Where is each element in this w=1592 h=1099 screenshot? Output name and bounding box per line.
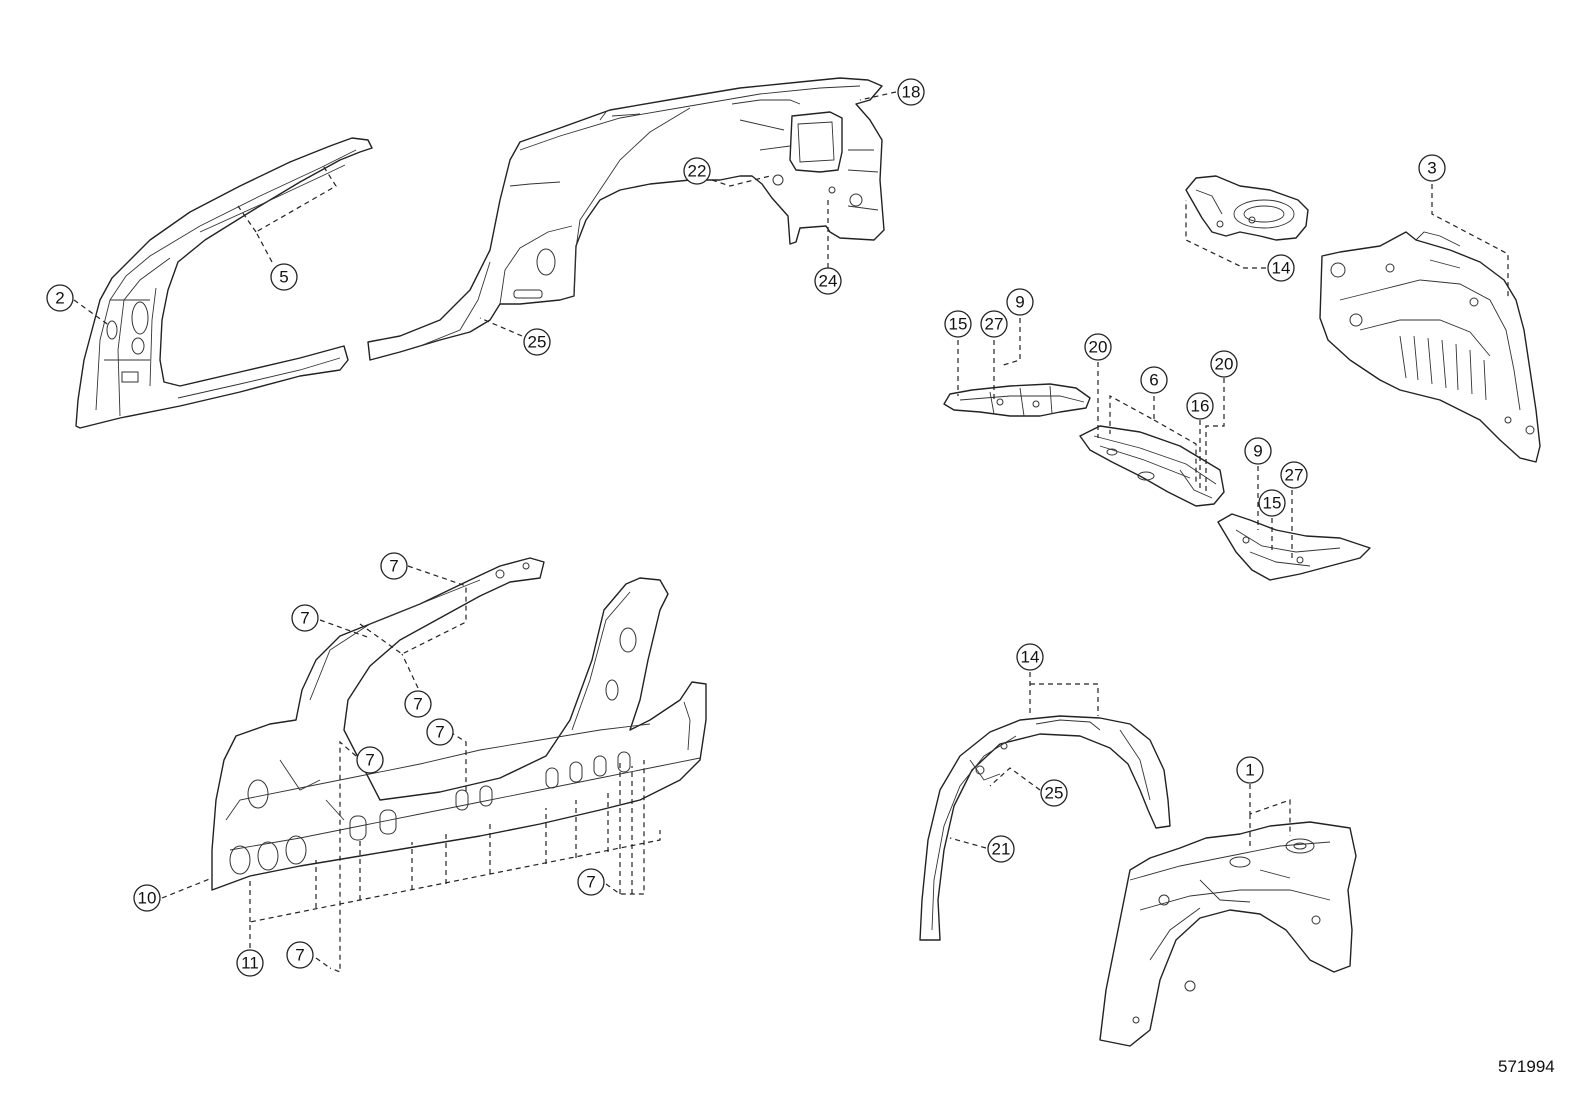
svg-text:6: 6 <box>1149 371 1158 390</box>
svg-text:3: 3 <box>1427 159 1436 178</box>
svg-text:7: 7 <box>435 723 444 742</box>
callout-7-bottom-left: 7 <box>286 941 314 969</box>
quarter-panel-outer-part <box>367 77 885 361</box>
leader-lines <box>73 91 1509 973</box>
svg-text:15: 15 <box>1263 494 1282 513</box>
callout-7-left: 7 <box>356 746 384 774</box>
svg-text:1: 1 <box>1245 761 1254 780</box>
callout-11: 11 <box>236 949 264 977</box>
svg-text:20: 20 <box>1089 338 1108 357</box>
svg-text:2: 2 <box>55 289 64 308</box>
svg-text:7: 7 <box>365 751 374 770</box>
svg-text:20: 20 <box>1215 355 1234 374</box>
callout-22: 22 <box>683 157 711 185</box>
callout-16: 16 <box>1186 392 1214 420</box>
svg-text:14: 14 <box>1021 648 1040 667</box>
svg-text:18: 18 <box>902 83 921 102</box>
callout-5: 5 <box>270 263 298 291</box>
callout-1: 1 <box>1236 756 1264 784</box>
front-pillar-outer-part <box>75 137 373 429</box>
callout-2: 2 <box>46 284 74 312</box>
callout-14-upper: 14 <box>1267 254 1295 282</box>
rocker-panel-inner-part <box>211 557 707 891</box>
svg-text:25: 25 <box>528 333 547 352</box>
callout-7-top: 7 <box>380 552 408 580</box>
svg-text:7: 7 <box>295 946 304 965</box>
wheel-house-bracket-part <box>1185 175 1309 241</box>
callout-10: 10 <box>133 884 161 912</box>
floor-side-bracket-left-part <box>943 383 1091 417</box>
svg-text:15: 15 <box>949 315 968 334</box>
callout-25-lower: 25 <box>1040 779 1068 807</box>
svg-text:22: 22 <box>688 162 707 181</box>
callout-20-left: 20 <box>1084 333 1112 361</box>
callout-21: 21 <box>987 835 1015 863</box>
svg-text:7: 7 <box>413 695 422 714</box>
callout-15-left: 15 <box>944 310 972 338</box>
callout-9-left: 9 <box>1006 288 1034 316</box>
svg-text:10: 10 <box>138 889 157 908</box>
rear-wheel-house-inner-part <box>1319 231 1541 463</box>
callout-7-center: 7 <box>426 718 454 746</box>
wheel-house-outer-part <box>919 715 1171 941</box>
callout-7-bottom-right: 7 <box>577 868 605 896</box>
svg-text:14: 14 <box>1272 259 1291 278</box>
callout-27-right: 27 <box>1280 461 1308 489</box>
floor-cross-member-part <box>1079 425 1225 507</box>
callout-25-upper: 25 <box>523 328 551 356</box>
svg-text:27: 27 <box>985 315 1004 334</box>
svg-text:7: 7 <box>389 557 398 576</box>
svg-text:16: 16 <box>1191 397 1210 416</box>
svg-text:27: 27 <box>1285 466 1304 485</box>
callout-14-lower: 14 <box>1016 643 1044 671</box>
rear-wheelhouse-inner-part <box>1099 821 1357 1047</box>
svg-text:11: 11 <box>241 954 259 973</box>
callout-15-right: 15 <box>1258 489 1286 517</box>
svg-text:24: 24 <box>819 272 838 291</box>
svg-text:5: 5 <box>279 268 288 287</box>
callout-7-upper-left: 7 <box>291 604 319 632</box>
svg-text:7: 7 <box>300 609 309 628</box>
svg-text:9: 9 <box>1253 442 1262 461</box>
callout-3: 3 <box>1418 154 1446 182</box>
callout-6: 6 <box>1140 366 1168 394</box>
callout-24: 24 <box>814 267 842 295</box>
svg-text:7: 7 <box>586 873 595 892</box>
figure-number: 571994 <box>1498 1057 1555 1076</box>
callout-20-right: 20 <box>1210 350 1238 378</box>
callout-9-right: 9 <box>1244 437 1272 465</box>
floor-side-bracket-right-part <box>1217 513 1371 581</box>
callout-7-middle: 7 <box>404 690 432 718</box>
callout-18: 18 <box>897 78 925 106</box>
svg-text:25: 25 <box>1045 784 1064 803</box>
svg-text:21: 21 <box>992 840 1011 859</box>
svg-text:9: 9 <box>1015 293 1024 312</box>
callout-27-left: 27 <box>980 310 1008 338</box>
